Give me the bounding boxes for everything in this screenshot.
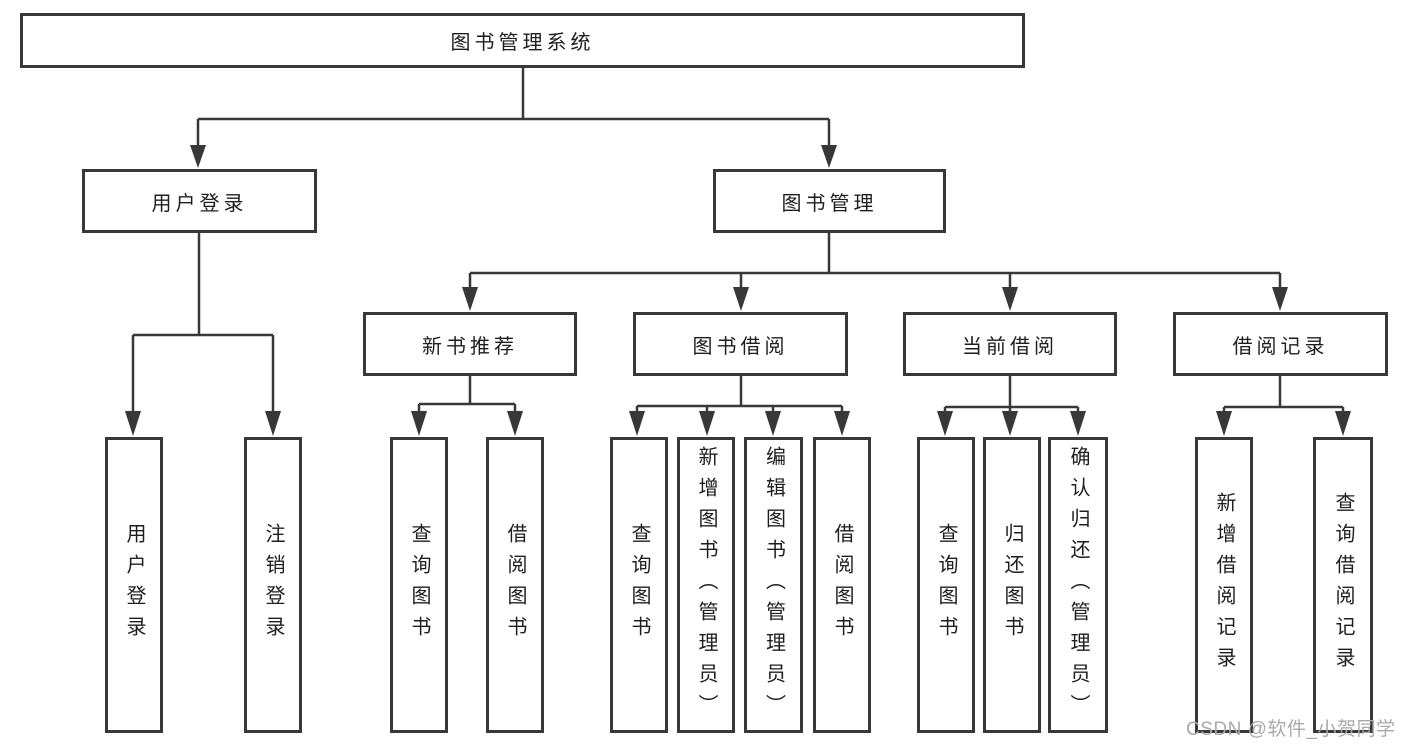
node-book-borrow-label: 图书借阅 [692,335,789,358]
leaf-query-books-borrow-label: 查询图书 [628,523,650,647]
leaf-logout-label: 注销登录 [262,523,284,647]
leaf-query-borrow-record: 查询借阅记录 [1313,437,1373,733]
leaf-confirm-return-admin-label: 确认归还（管理员） [1067,445,1089,725]
leaf-borrow-books: 借阅图书 [813,437,871,733]
leaf-borrow-books-label: 借阅图书 [831,523,853,647]
leaf-confirm-return-admin: 确认归还（管理员） [1048,437,1108,733]
leaf-logout: 注销登录 [244,437,302,733]
node-root: 图书管理系统 [20,13,1025,68]
leaf-add-books-admin: 新增图书（管理员） [677,437,735,733]
leaf-add-books-admin-label: 新增图书（管理员） [695,445,717,725]
leaf-query-books-current: 查询图书 [917,437,975,733]
node-book-management-label: 图书管理 [781,192,878,215]
node-borrow-record: 借阅记录 [1173,312,1388,376]
leaf-user-login-label: 用户登录 [123,523,145,647]
leaf-borrow-books-recommend: 借阅图书 [486,437,544,733]
node-book-borrow: 图书借阅 [633,312,848,376]
leaf-edit-books-admin-label: 编辑图书（管理员） [762,445,785,725]
node-root-label: 图书管理系统 [450,32,595,54]
leaf-return-books-label: 归还图书 [1001,523,1023,647]
node-user-login: 用户登录 [82,169,317,233]
node-current-borrow-label: 当前借阅 [962,335,1058,358]
leaf-query-books-borrow: 查询图书 [610,437,668,733]
leaf-query-books-recommend-label: 查询图书 [408,523,430,647]
node-new-book-recommend: 新书推荐 [363,312,577,376]
node-current-borrow: 当前借阅 [903,312,1117,376]
node-user-login-label: 用户登录 [151,192,248,215]
csdn-watermark: CSDN @软件_小贺同学 [1186,719,1396,740]
leaf-return-books: 归还图书 [983,437,1041,733]
leaf-edit-books-admin: 编辑图书（管理员） [744,437,803,733]
leaf-query-books-recommend: 查询图书 [390,437,448,733]
leaf-borrow-books-recommend-label: 借阅图书 [504,523,526,647]
node-new-book-recommend-label: 新书推荐 [422,335,518,358]
leaf-query-borrow-record-label: 查询借阅记录 [1332,492,1354,678]
node-borrow-record-label: 借阅记录 [1232,335,1329,358]
leaf-query-books-current-label: 查询图书 [935,523,957,647]
leaf-add-borrow-record: 新增借阅记录 [1195,437,1253,733]
node-book-management: 图书管理 [713,169,946,233]
leaf-add-borrow-record-label: 新增借阅记录 [1213,492,1235,678]
leaf-user-login: 用户登录 [105,437,163,733]
